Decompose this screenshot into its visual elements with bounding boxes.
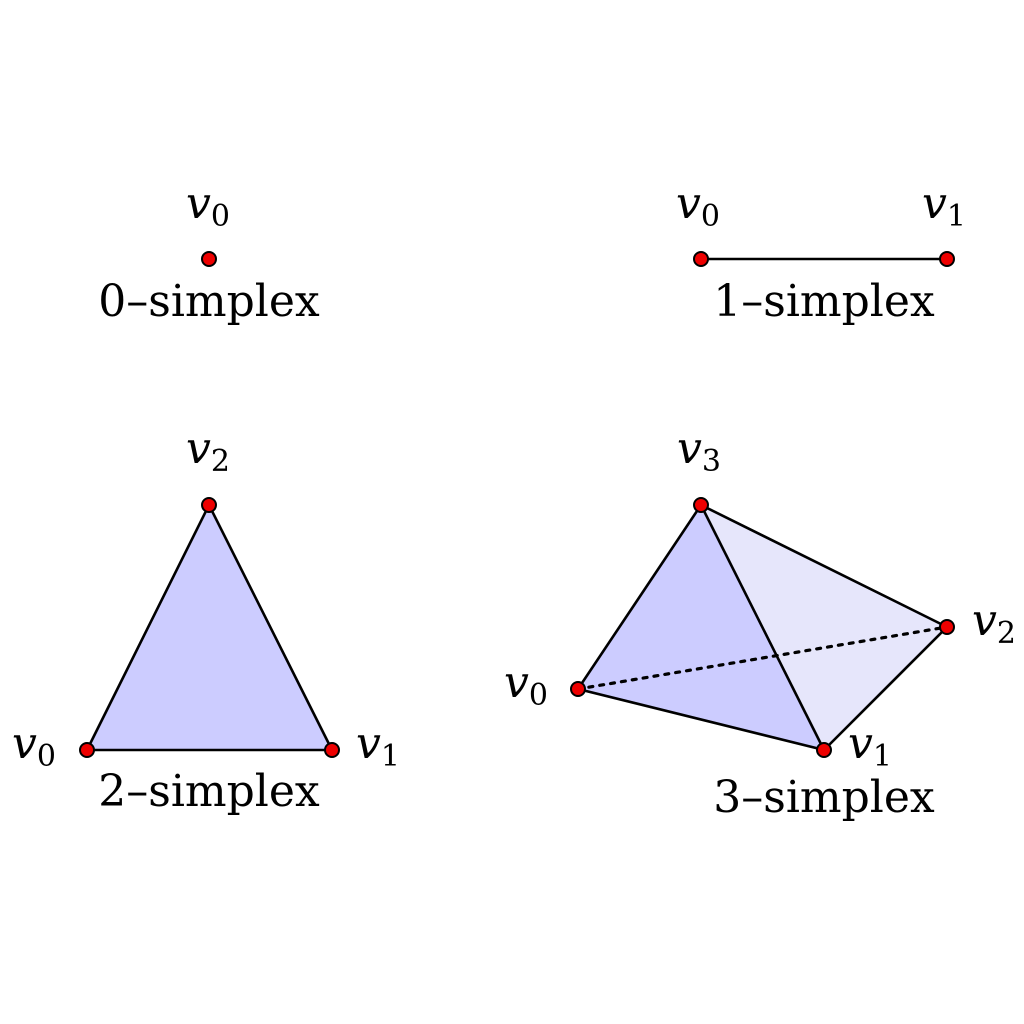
two-simplex-vertex-v2 [201, 497, 217, 513]
three-simplex-edge-v1-v2 [823, 626, 948, 751]
three-simplex-front-face [578, 505, 824, 750]
three-simplex-caption: 3–simplex [713, 772, 935, 823]
three-simplex-edge-v0-v3 [576, 504, 703, 690]
zero-simplex-vertex-v0 [201, 251, 217, 267]
two-simplex-vertex-v0 [79, 742, 95, 758]
two-simplex-label-v2: v2 [186, 423, 230, 479]
two-simplex-label-v0: v0 [12, 718, 56, 774]
zero-simplex-caption: 0–simplex [98, 276, 320, 327]
three-simplex-vertex-v0 [570, 681, 586, 697]
three-simplex-back-face [701, 505, 947, 750]
three-simplex-vertex-v2 [939, 619, 955, 635]
one-simplex-vertex-v0 [693, 251, 709, 267]
two-simplex-face [87, 505, 332, 750]
one-simplex-label-v0: v0 [676, 178, 720, 234]
three-simplex-vertex-v3 [693, 497, 709, 513]
three-simplex-edge-v3-v1 [699, 504, 826, 751]
one-simplex: v0 v1 1–simplex [676, 178, 966, 327]
one-simplex-label-v1: v1 [922, 178, 966, 234]
zero-simplex: v0 0–simplex [98, 178, 320, 327]
two-simplex-boundary [84, 502, 335, 752]
two-simplex: v0 v1 v2 2–simplex [12, 423, 400, 817]
three-simplex-label-v0: v0 [504, 657, 548, 713]
zero-simplex-label-v0: v0 [186, 178, 230, 234]
three-simplex-label-v3: v3 [677, 423, 721, 479]
three-simplex-edge-v3-v2 [700, 503, 948, 629]
three-simplex-vertex-v1 [816, 742, 832, 758]
two-simplex-caption: 2–simplex [98, 766, 320, 817]
two-simplex-vertex-v1 [324, 742, 340, 758]
one-simplex-vertex-v1 [939, 251, 955, 267]
two-simplex-label-v1: v1 [356, 718, 400, 774]
three-simplex-edge-v0-v1 [577, 687, 825, 752]
one-simplex-caption: 1–simplex [713, 276, 935, 327]
three-simplex: v0 v1 v2 v3 3–simplex [504, 423, 1016, 823]
three-simplex-label-v1: v1 [848, 718, 892, 774]
three-simplex-label-v2: v2 [972, 595, 1016, 651]
three-simplex-hidden-edge-v0-v2 [576, 625, 949, 691]
